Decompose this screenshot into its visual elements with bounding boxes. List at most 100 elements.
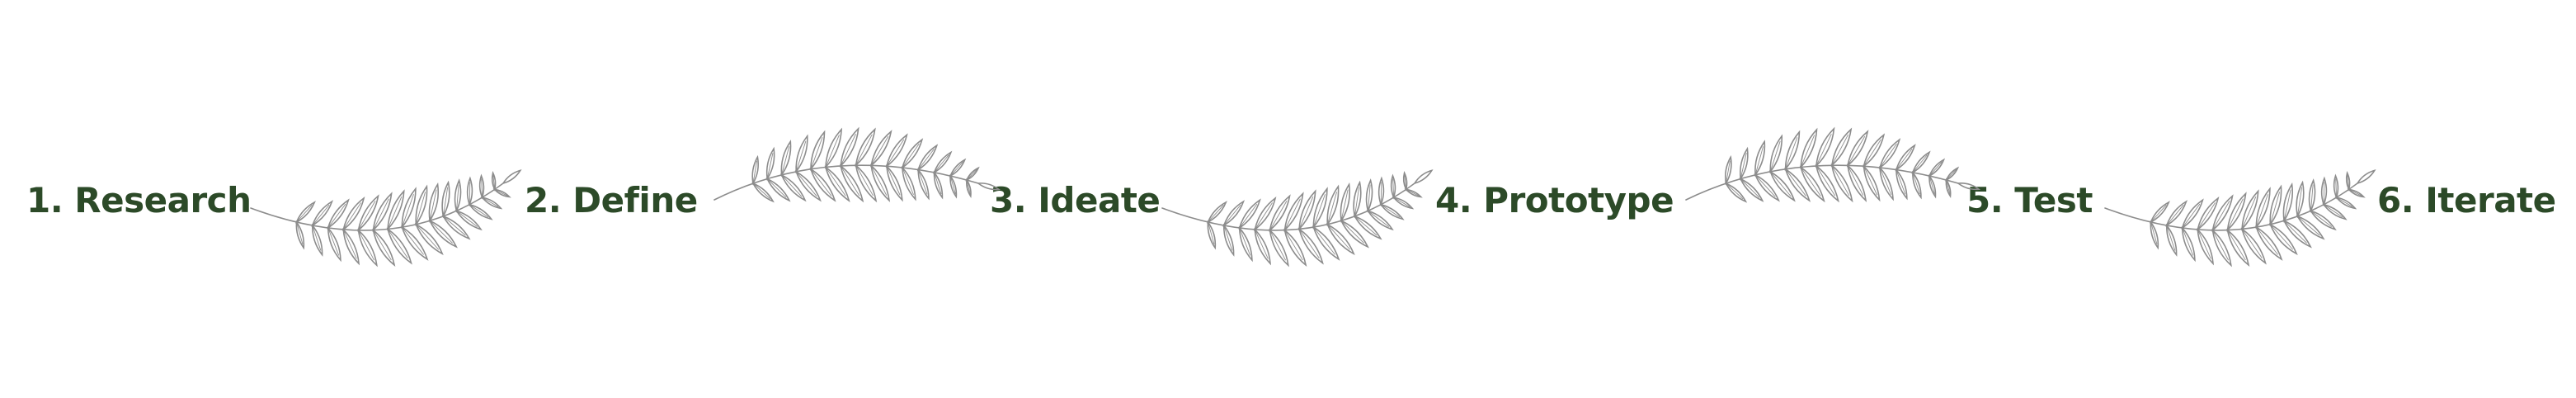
fern-leaflet-vein <box>1726 160 1731 184</box>
fern-leaflet-vein <box>1928 175 1935 194</box>
fern-leaflet-vein <box>1754 146 1764 176</box>
fern-leaflet <box>454 178 462 213</box>
fern-leaflet-vein <box>781 174 803 197</box>
fern-leaflet <box>1724 182 1748 203</box>
fern-leaflet-vein <box>766 178 787 198</box>
fern-leaflet-vein <box>1863 165 1878 196</box>
fern-leaflet-vein <box>902 143 920 168</box>
fern-stem <box>1161 182 1415 231</box>
fern-leaflet <box>1944 166 1960 182</box>
fern-leaflet <box>400 225 429 261</box>
fern-leaflet <box>492 188 511 198</box>
fern-leaflet-vein <box>2182 227 2194 256</box>
fern-leaflet <box>428 219 458 249</box>
fern-leaflet-vein <box>469 204 489 218</box>
fern-leaflet-vein <box>1208 205 1224 223</box>
fern-leaflet <box>1379 203 1405 220</box>
fern-leaflet-vein <box>1340 220 1364 244</box>
fern-leaflet <box>1283 192 1304 232</box>
fern-leaflet-vein <box>934 172 942 195</box>
fern-leaflet-vein <box>1406 188 1420 197</box>
fern-leaflet-vein <box>312 225 322 251</box>
fern-leaflet <box>2211 194 2234 232</box>
fern-leaflet-vein <box>481 178 483 198</box>
fern-leaflet-vein <box>855 134 873 166</box>
fern-leaflet <box>870 163 891 202</box>
fern-leaflet <box>966 178 972 198</box>
fern-leaflet-vein <box>2347 174 2350 190</box>
fern-leaflet-vein <box>1879 167 1892 195</box>
fern-leaflet <box>401 187 417 230</box>
fern-leaflet-vein <box>2166 204 2184 226</box>
fern-leaflet <box>2254 225 2283 261</box>
fern-leaflet <box>1754 140 1766 178</box>
fern-leaflet-vein <box>795 140 807 173</box>
fern-leaflet-vein <box>1312 226 1335 255</box>
fern-leaflet <box>1222 223 1235 257</box>
fern-leaflet-vein <box>2150 205 2167 223</box>
fern-leaflet <box>454 209 483 231</box>
fern-leaflet-vein <box>1326 192 1337 225</box>
fern-leaflet <box>1830 127 1853 168</box>
fern-leaflet-vein <box>1946 169 1957 181</box>
fern-leaflet-vein <box>825 167 846 197</box>
fern-leaflet-vein <box>1831 164 1850 197</box>
fern-leaflet-vein <box>387 196 403 230</box>
fern-leaflet <box>2181 198 2204 230</box>
fern-leaflet <box>2334 196 2357 210</box>
fern-leaflet-vein <box>1726 182 1744 200</box>
fern-stem <box>1685 164 1959 201</box>
fern-leaflet-vein <box>1912 172 1920 195</box>
fern-leaflet <box>372 228 396 268</box>
fern-leaflet-vein <box>456 184 459 211</box>
fern-leaflet-vein <box>2212 230 2229 261</box>
fern-leaflet-vein <box>1380 204 1401 218</box>
fern-leaflet-vein <box>795 171 817 197</box>
fern-leaflet-vein <box>482 197 499 207</box>
fern-leaflet <box>933 150 953 174</box>
fern-leaflet-vein <box>1847 164 1864 196</box>
fern-leaflet <box>387 189 405 231</box>
fern-leaflet-vein <box>825 135 840 168</box>
fern-leaflet-vein <box>415 224 439 250</box>
fern-leaflet-vein <box>1404 174 1407 190</box>
fern-leaflet <box>809 167 836 202</box>
fern-leaflet-vein <box>2336 197 2353 207</box>
fern-leaflet <box>327 198 350 230</box>
fern-leaflet <box>1863 133 1886 168</box>
fern-leaflet-vein <box>949 162 963 177</box>
fern-leaflet <box>2240 227 2267 265</box>
fern-leaflet <box>311 223 323 257</box>
fern-stem <box>250 182 504 231</box>
fern-leaflet <box>1340 182 1351 223</box>
fern-leaflet-vein <box>469 182 471 206</box>
fern-leaflet <box>1404 188 1423 198</box>
fern-leaflet <box>468 203 493 220</box>
fern-leaflet-vein <box>327 203 346 229</box>
fern-leaflet <box>1800 127 1818 169</box>
fern-leaflet <box>870 130 892 168</box>
fern-leaflet <box>1377 176 1385 207</box>
fern-leaflet <box>1283 228 1307 268</box>
fern-leaflet <box>1297 227 1324 265</box>
fern-branch-icon <box>713 126 1001 203</box>
fern-leaflet <box>840 126 859 168</box>
fern-leaflet-vein <box>312 204 330 226</box>
fern-leaflet <box>1238 198 1261 230</box>
fern-leaflet <box>1392 196 1415 210</box>
step-test: 5. Test <box>1966 180 2093 220</box>
fern-leaflet <box>2309 209 2337 231</box>
fern-terminal-leaflet <box>2356 169 2376 185</box>
fern-leaflet <box>824 165 850 203</box>
fern-leaflet-vein <box>2255 194 2268 228</box>
fern-leaflet <box>1365 178 1373 213</box>
fern-leaflet-vein <box>966 169 977 181</box>
fern-leaflet-vein <box>1815 134 1832 167</box>
fern-leaflet <box>2197 197 2220 231</box>
fern-leaflet <box>327 225 341 263</box>
fern-leaflet-vein <box>1284 230 1303 261</box>
fern-leaflet-vein <box>2296 187 2303 217</box>
fern-leaflet <box>2241 189 2259 231</box>
fern-leaflet <box>810 130 826 172</box>
fern-leaflet <box>357 228 378 268</box>
